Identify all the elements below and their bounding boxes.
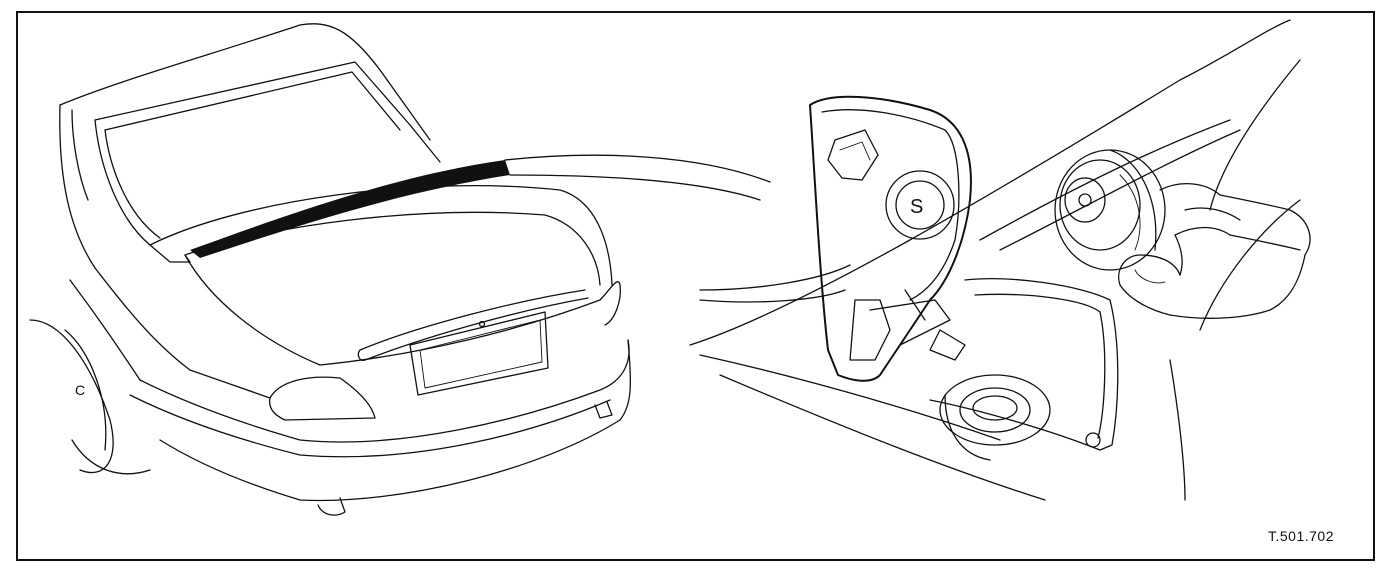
svg-text:C: C bbox=[75, 382, 85, 398]
fuel-cap bbox=[1054, 149, 1166, 271]
car-rear-view: C bbox=[29, 23, 632, 516]
svg-text:S: S bbox=[910, 196, 923, 218]
figure-border bbox=[16, 11, 1375, 561]
hand bbox=[1118, 183, 1311, 319]
figure-reference-code: T.501.702 bbox=[1268, 528, 1334, 544]
fuel-filler-detail: S bbox=[689, 19, 1311, 501]
detail-leader bbox=[190, 154, 771, 258]
